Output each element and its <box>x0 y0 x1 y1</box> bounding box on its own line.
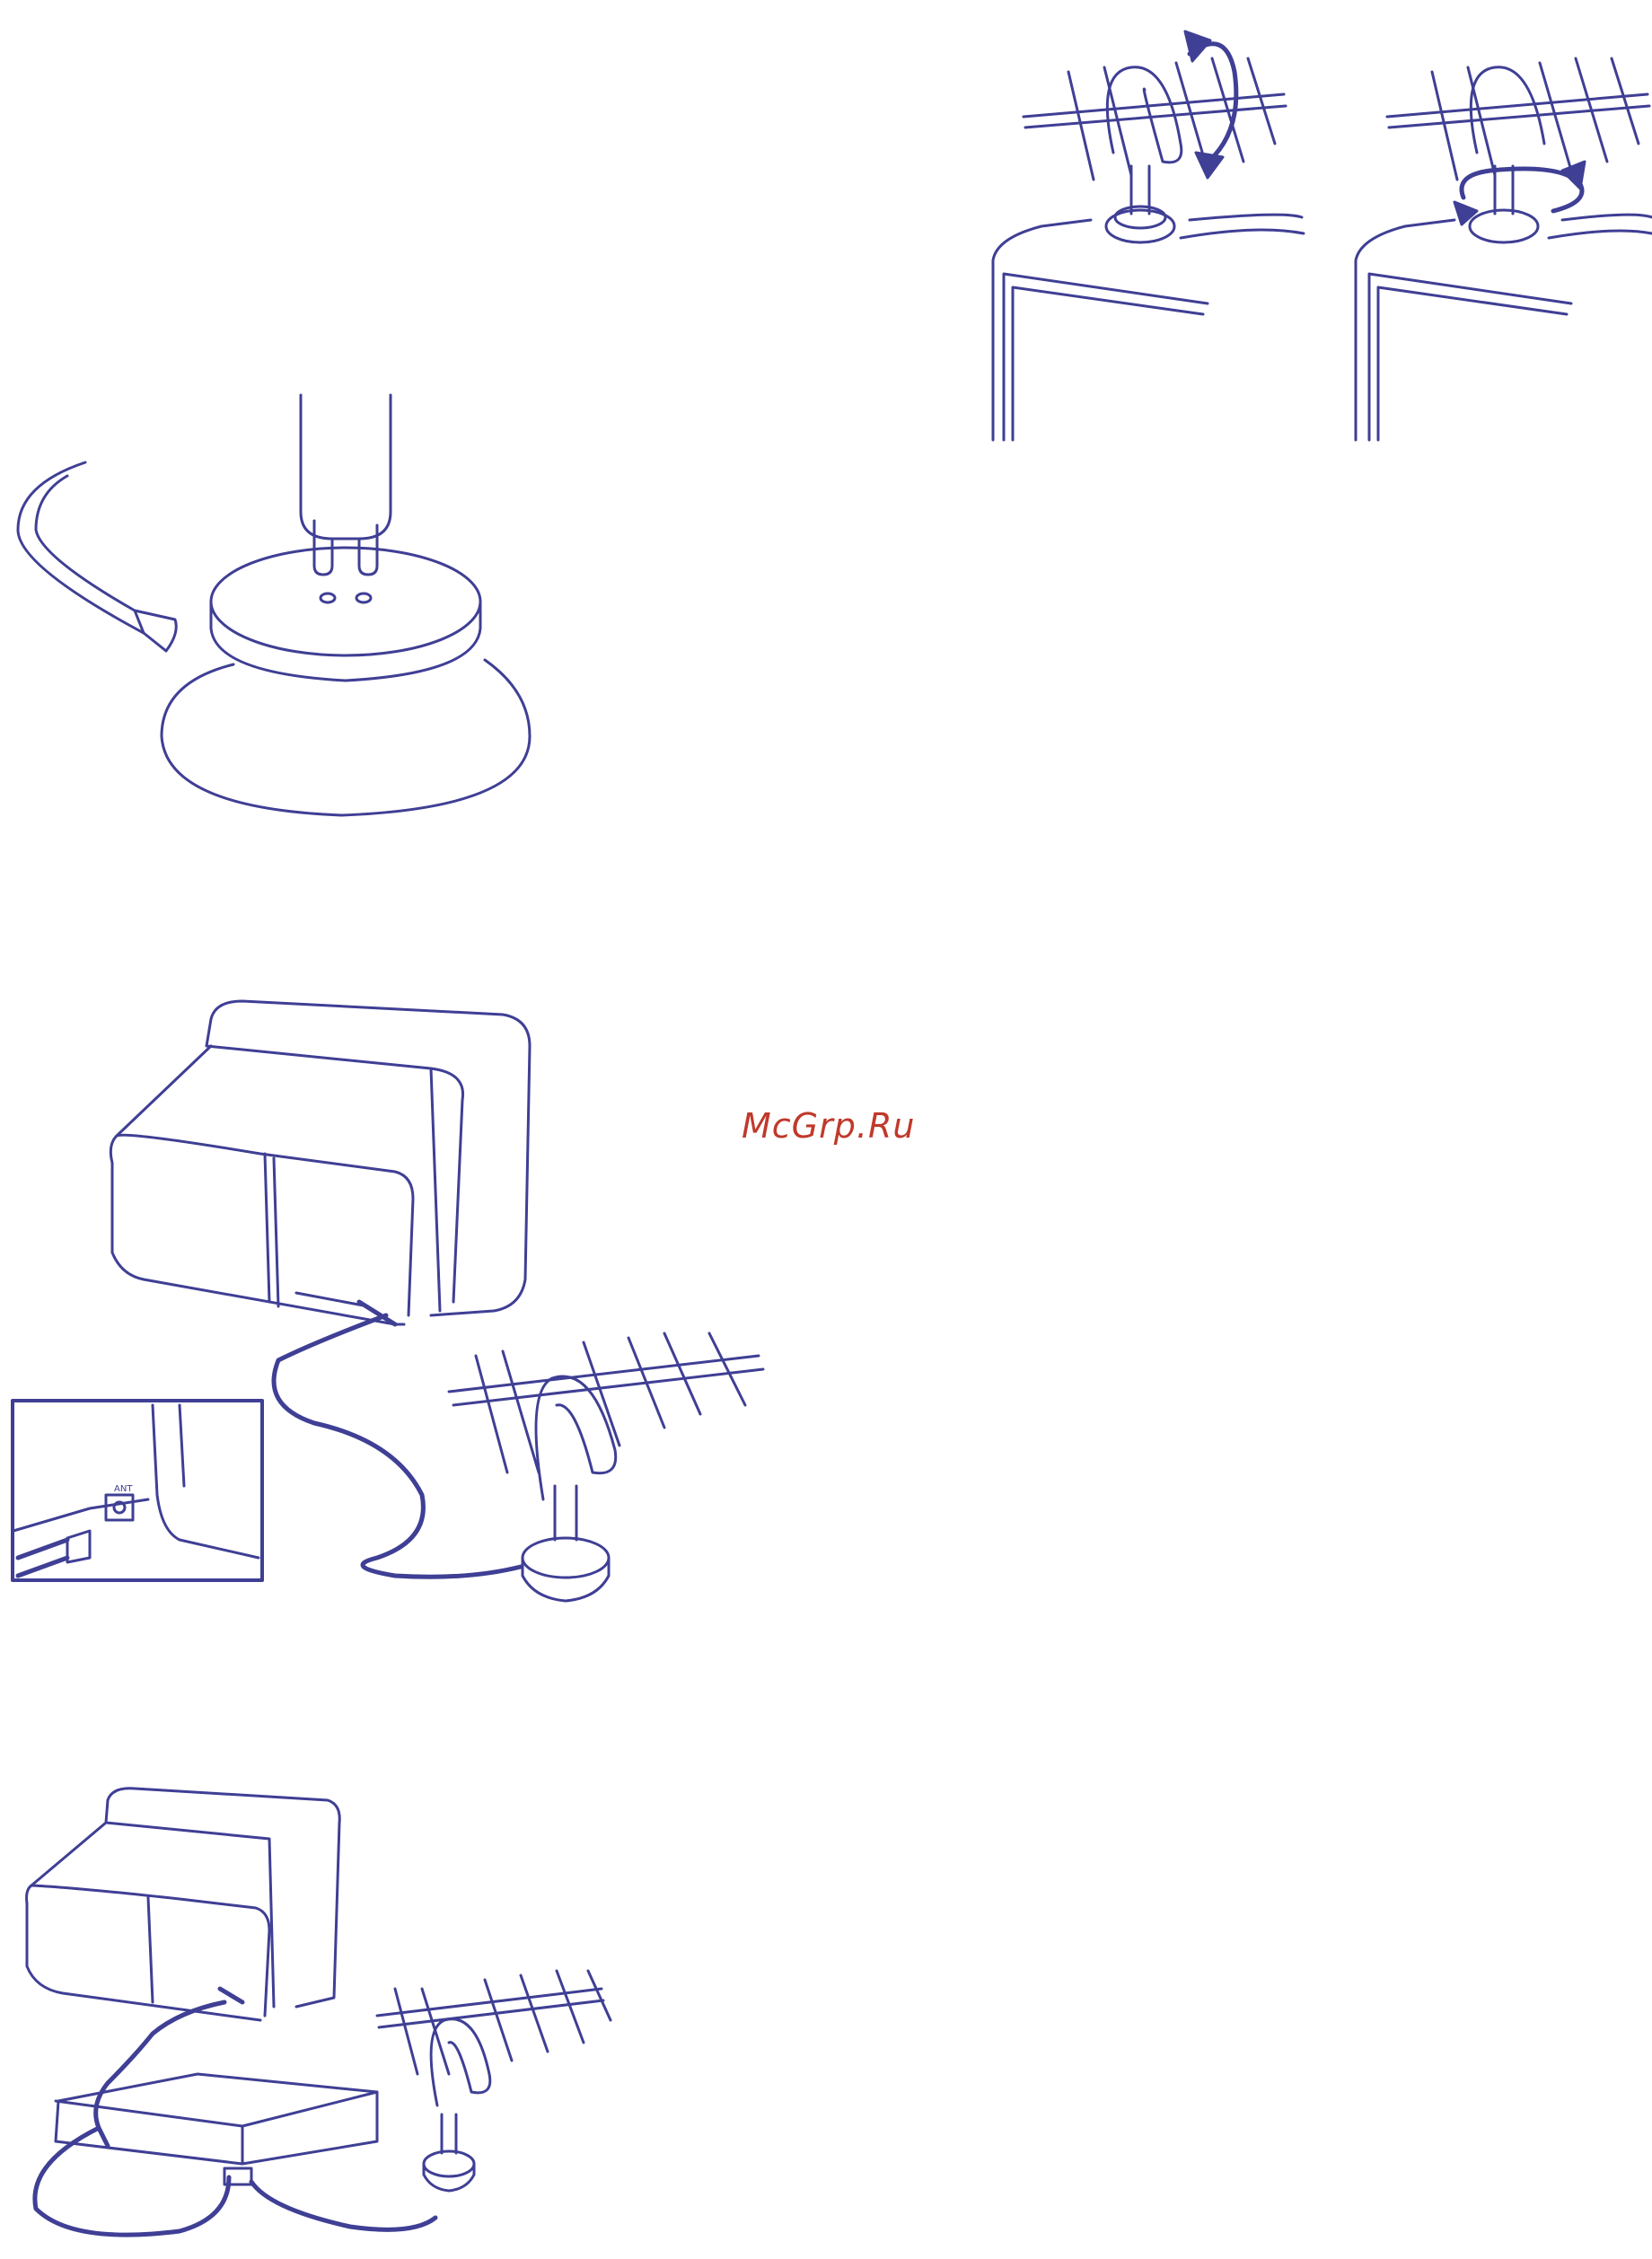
antenna-cable-small <box>251 2182 435 2229</box>
inset-box <box>13 1401 262 1580</box>
tv-right-panel <box>1356 215 1652 440</box>
inset-ant-label: ANT <box>114 1484 132 1494</box>
tv-receiver-antenna-hookup-illustration <box>0 1787 628 2254</box>
tv-set-small <box>27 1789 340 2020</box>
tv-receiver-antenna-connection-figure <box>0 1787 628 2254</box>
antenna-cable <box>274 1315 521 1577</box>
antenna-base-plug-figure <box>0 395 557 826</box>
antenna-rotate-illustration <box>988 18 1652 449</box>
antenna-left <box>1024 31 1286 242</box>
tv-set <box>110 1001 530 1324</box>
tv-antenna-connection-figure <box>0 983 781 1594</box>
antenna-small <box>377 1971 611 2191</box>
antenna-rotation-figure <box>988 18 1652 449</box>
antenna <box>449 1333 763 1601</box>
antenna-base-connector-illustration <box>0 395 557 826</box>
receiver-cable <box>35 2128 229 2235</box>
tv-left-panel <box>993 215 1304 440</box>
tv-antenna-hookup-illustration <box>0 983 781 1594</box>
